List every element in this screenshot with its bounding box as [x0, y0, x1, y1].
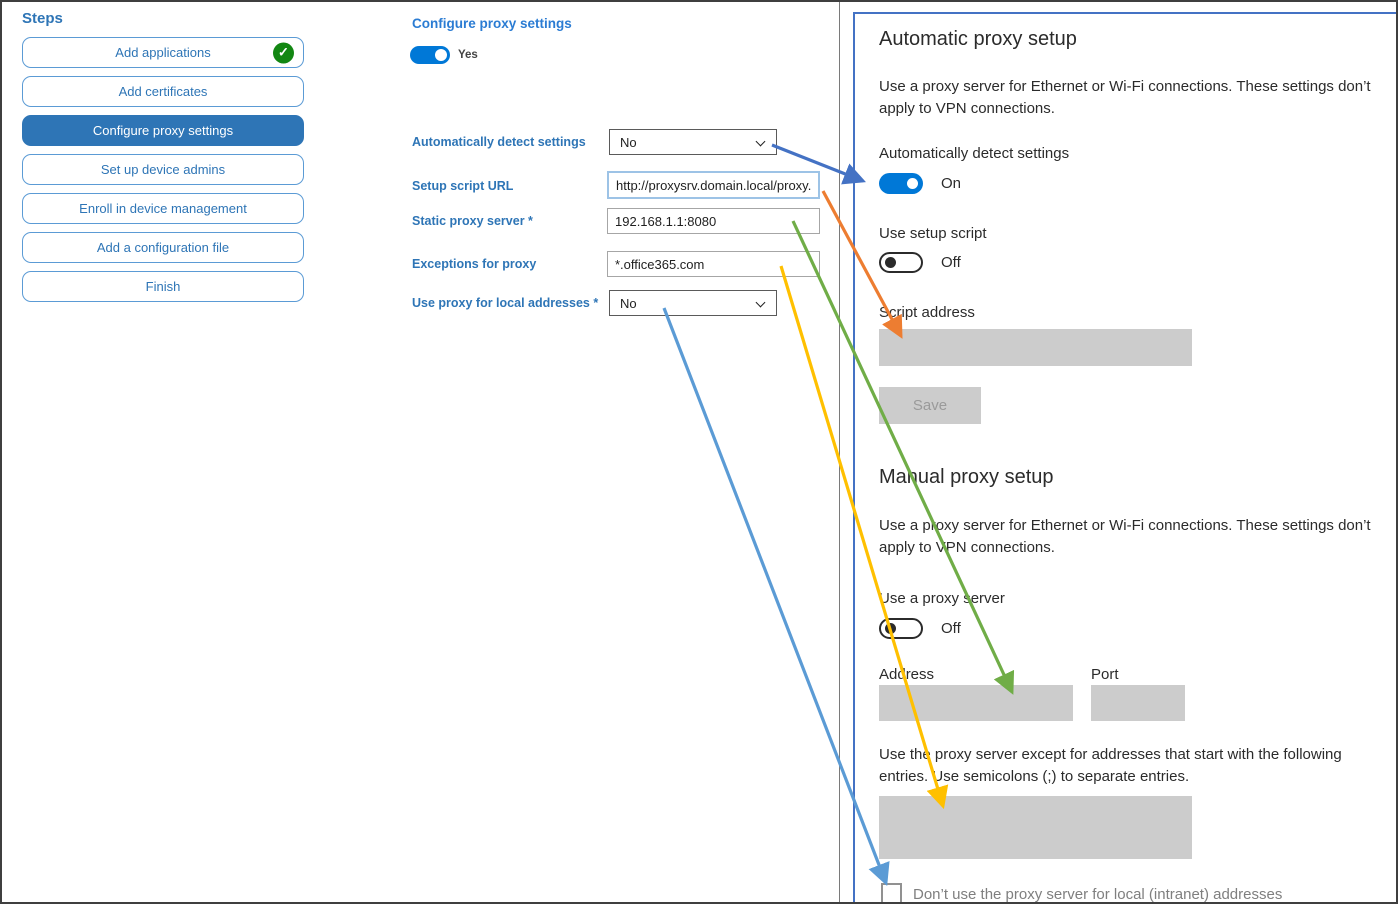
selected-value: No	[620, 134, 637, 150]
use-proxy-server-label: Use a proxy server	[879, 590, 1005, 607]
address-input[interactable]	[879, 685, 1073, 721]
port-label: Port	[1091, 666, 1119, 683]
step-label: Add certificates	[118, 84, 208, 99]
setup-script-url-label: Setup script URL	[412, 179, 514, 193]
setup-script-url-input[interactable]	[607, 171, 820, 199]
exceptions-textarea[interactable]	[879, 796, 1192, 859]
configure-proxy-toggle-state: Yes	[458, 49, 478, 61]
chevron-down-icon	[755, 297, 766, 308]
detect-settings-toggle[interactable]	[879, 173, 923, 194]
step-enroll-in-device-management[interactable]: Enroll in device management	[22, 193, 304, 224]
step-add-a-configuration-file[interactable]: Add a configuration file	[22, 232, 304, 263]
manual-proxy-description: Use a proxy server for Ethernet or Wi-Fi…	[879, 517, 1371, 556]
save-button[interactable]: Save	[879, 387, 981, 424]
step-label: Add a configuration file	[96, 240, 230, 255]
step-set-up-device-admins[interactable]: Set up device admins	[22, 154, 304, 185]
auto-detect-select[interactable]: No	[609, 129, 777, 155]
exceptions-description: Use the proxy server except for addresse…	[879, 746, 1342, 785]
local-addresses-select[interactable]: No	[609, 290, 777, 316]
detect-settings-label: Automatically detect settings	[879, 145, 1070, 162]
completed-check-icon: ✓	[273, 42, 294, 63]
address-label: Address	[879, 666, 935, 683]
use-proxy-server-toggle[interactable]	[879, 618, 923, 639]
toggle-knob	[907, 178, 918, 189]
local-intranet-checkbox-label: Don’t use the proxy server for local (in…	[913, 886, 1283, 903]
exceptions-input[interactable]	[607, 251, 820, 277]
steps-panel: Steps Add applications ✓ Add certificate…	[22, 10, 304, 310]
step-label: Enroll in device management	[79, 201, 247, 216]
auto-detect-label: Automatically detect settings	[412, 135, 586, 149]
static-proxy-input[interactable]	[607, 208, 820, 234]
use-setup-script-toggle[interactable]	[879, 252, 923, 273]
automatic-proxy-heading: Automatic proxy setup	[879, 28, 1077, 50]
step-label: Add applications	[115, 45, 211, 60]
exceptions-label: Exceptions for proxy	[412, 257, 537, 271]
configure-proxy-toggle[interactable]	[410, 46, 450, 64]
selected-value: No	[620, 295, 637, 311]
step-label: Configure proxy settings	[92, 123, 234, 138]
port-input[interactable]	[1091, 685, 1185, 721]
script-address-input[interactable]	[879, 329, 1192, 366]
step-add-certificates[interactable]: Add certificates	[22, 76, 304, 107]
local-intranet-checkbox[interactable]	[881, 883, 902, 902]
automatic-proxy-description: Use a proxy server for Ethernet or Wi-Fi…	[879, 78, 1371, 117]
script-address-label: Script address	[879, 304, 975, 321]
step-add-applications[interactable]: Add applications ✓	[22, 37, 304, 68]
static-proxy-label: Static proxy server *	[412, 214, 533, 228]
page-title: Configure proxy settings	[412, 16, 572, 31]
toggle-knob	[435, 49, 447, 61]
local-addresses-label: Use proxy for local addresses *	[412, 296, 599, 310]
step-finish[interactable]: Finish	[22, 271, 304, 302]
step-label: Finish	[145, 279, 181, 294]
use-proxy-server-state: Off	[941, 620, 961, 637]
toggle-knob	[885, 623, 896, 634]
windows-proxy-settings-panel: Automatic proxy setup Use a proxy server…	[853, 12, 1396, 903]
step-label: Set up device admins	[100, 162, 226, 177]
manual-proxy-heading: Manual proxy setup	[879, 466, 1054, 488]
steps-title: Steps	[22, 10, 63, 27]
toggle-knob	[885, 257, 896, 268]
panel-divider	[839, 2, 840, 902]
use-setup-script-label: Use setup script	[879, 225, 987, 242]
chevron-down-icon	[755, 136, 766, 147]
detect-settings-state: On	[941, 175, 962, 192]
step-configure-proxy-settings[interactable]: Configure proxy settings	[22, 115, 304, 146]
use-setup-script-state: Off	[941, 254, 961, 271]
